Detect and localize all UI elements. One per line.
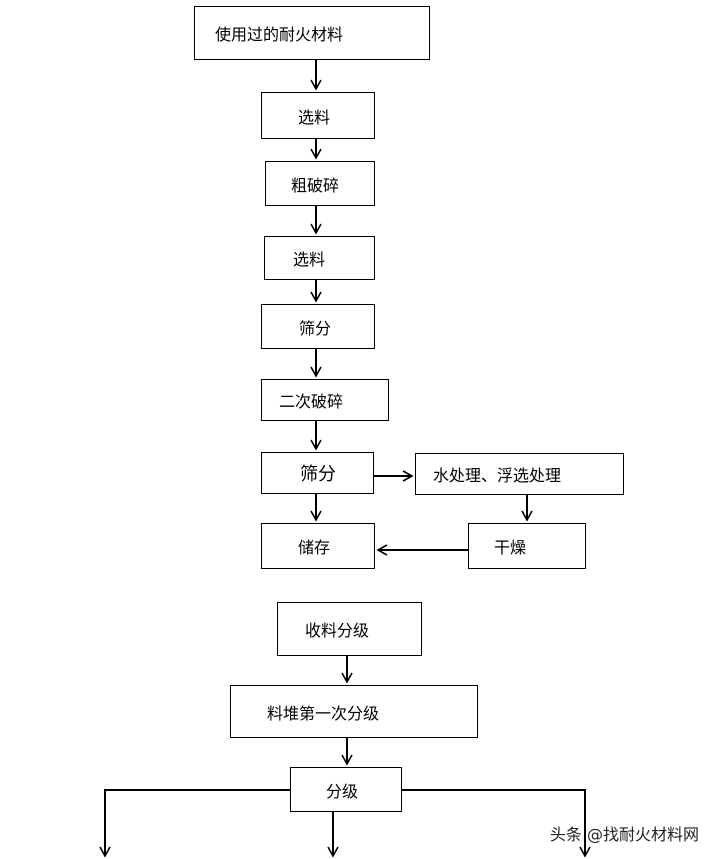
label-screen-1: 筛分 [299,318,332,338]
label-screen-2: 筛分 [300,464,336,485]
box-screen-1: 筛分 [261,304,375,349]
label-sort-1: 选料 [298,107,331,127]
box-second-crush: 二次破碎 [261,379,389,421]
label-coarse-crush: 粗破碎 [291,175,340,195]
label-grading: 分级 [326,781,359,801]
label-water-flotation: 水处理、浮选处理 [433,466,562,485]
box-collect-grade: 收料分级 [277,602,422,656]
box-sort-1: 选料 [261,92,375,139]
box-used-material: 使用过的耐火材料 [194,6,430,60]
label-sort-2: 选料 [293,250,326,269]
branch-right-line [402,789,591,858]
box-coarse-crush: 粗破碎 [265,161,375,206]
watermark-text: 头条 @找耐火材料网 [549,825,699,844]
box-storage: 储存 [261,523,375,569]
label-drying: 干燥 [494,538,527,557]
box-pile-first-grade: 料堆第一次分级 [230,685,478,738]
label-used-material: 使用过的耐火材料 [215,25,344,44]
label-second-crush: 二次破碎 [279,392,344,411]
label-storage: 储存 [298,538,331,557]
box-water-flotation: 水处理、浮选处理 [415,453,624,495]
box-screen-2: 筛分 [261,452,374,494]
box-sort-2: 选料 [264,236,375,280]
box-grading: 分级 [290,767,402,812]
branch-left-line [99,789,290,858]
label-pile-first-grade: 料堆第一次分级 [267,703,380,723]
label-collect-grade: 收料分级 [305,621,370,640]
box-drying: 干燥 [468,523,586,569]
